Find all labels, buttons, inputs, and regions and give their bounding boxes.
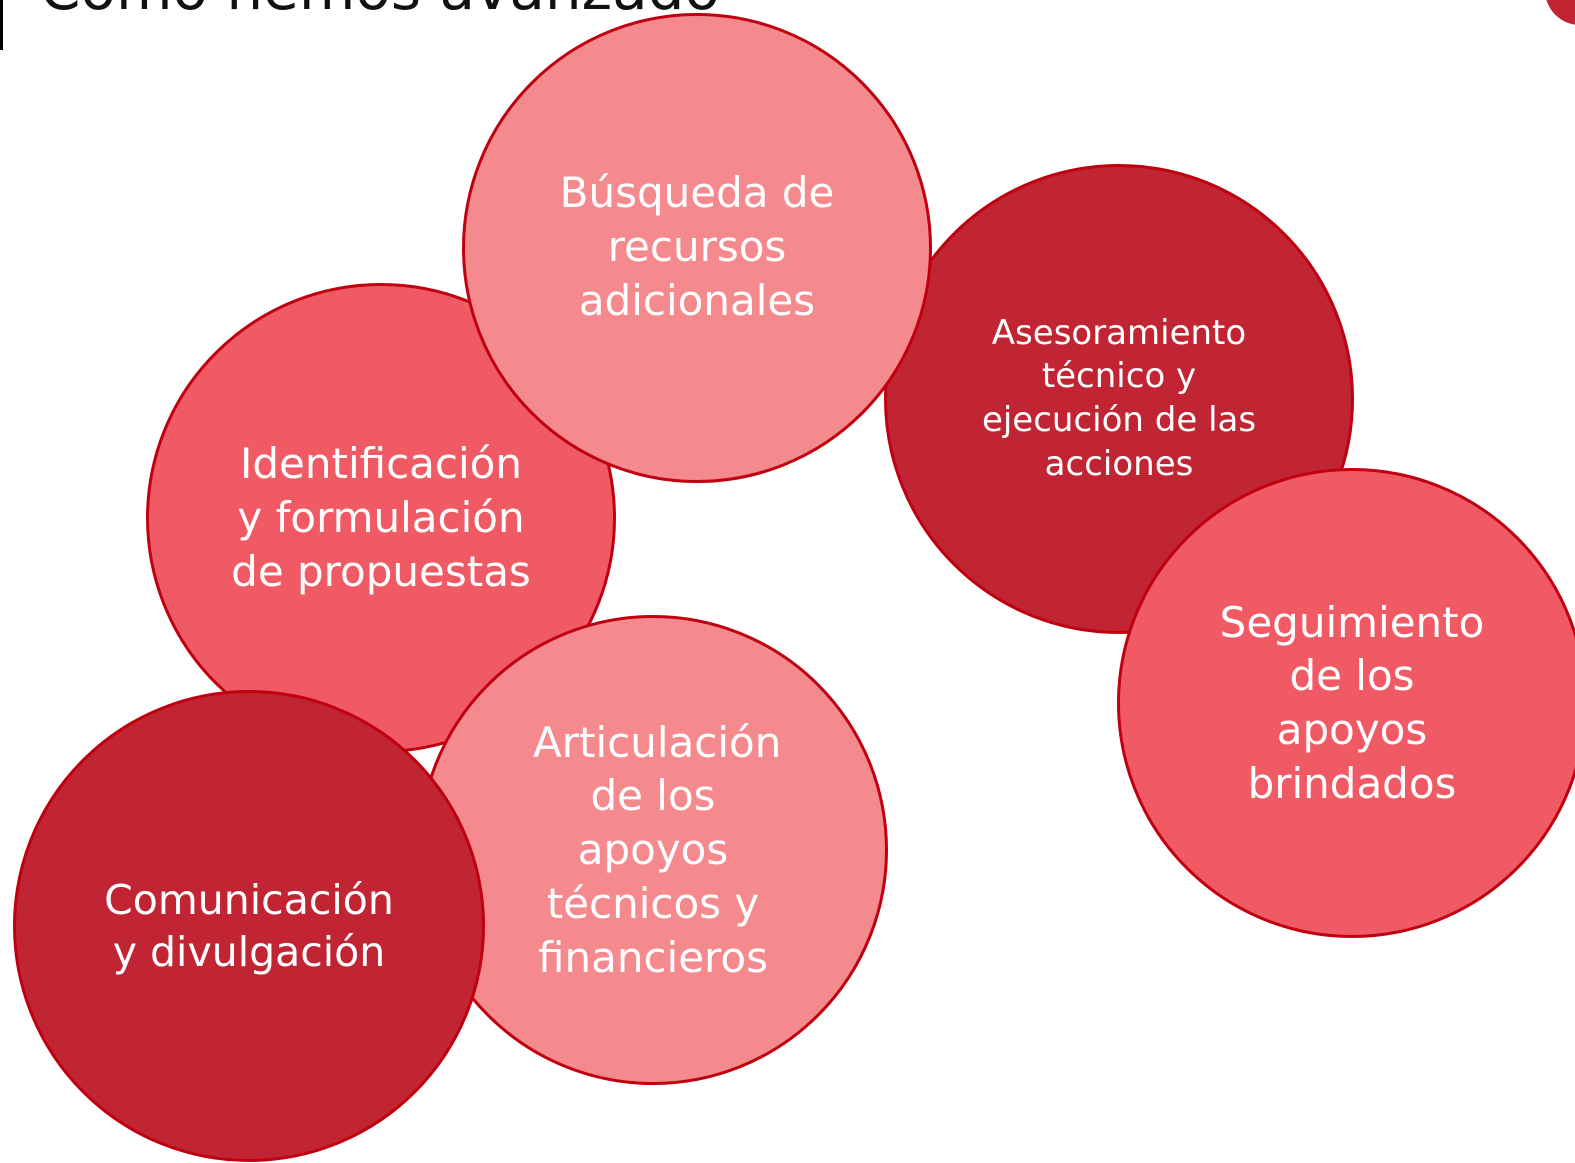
circle-seguimiento: Seguimiento de los apoyos brindados: [1117, 468, 1575, 938]
circle-comunicacion: Comunicación y divulgación: [13, 690, 485, 1162]
circle-busqueda-label: Búsqueda de recursos adicionales: [559, 168, 835, 325]
slide-title: Cómo hemos avanzado: [40, 0, 720, 18]
circle-asesoramiento-label: Asesoramiento técnico y ejecución de las…: [981, 312, 1257, 484]
circle-articulacion-label: Articulación de los apoyos técnicos y fi…: [533, 717, 782, 982]
circle-busqueda: Búsqueda de recursos adicionales: [462, 13, 932, 483]
circle-seguimiento-label: Seguimiento de los apoyos brindados: [1219, 597, 1485, 808]
logo: [1545, 0, 1575, 25]
circle-identificacion-label: Identificación y formulación de propuest…: [231, 439, 531, 596]
circle-comunicacion-label: Comunicación y divulgación: [104, 875, 394, 976]
title-accent-bar: [0, 0, 3, 50]
circle-articulacion: Articulación de los apoyos técnicos y fi…: [418, 615, 888, 1085]
